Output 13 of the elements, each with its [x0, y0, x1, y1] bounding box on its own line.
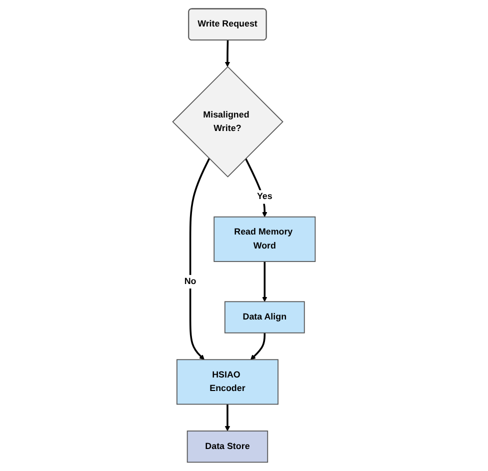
arrow [224, 404, 230, 432]
arrow [244, 158, 268, 218]
arrow [262, 262, 268, 302]
node-diamond: Misaligned Write? [172, 66, 284, 178]
arrow [189, 158, 210, 360]
edge-label: Yes [256, 191, 272, 202]
node-box: Read Memory Word [214, 216, 316, 262]
node-box: Data Align [224, 301, 305, 334]
node-box: HSIAO Encoder [176, 359, 278, 405]
arrow [250, 332, 266, 360]
edge-label: No [184, 276, 196, 286]
arrow [224, 40, 230, 67]
node-box: Data Store [186, 430, 268, 463]
